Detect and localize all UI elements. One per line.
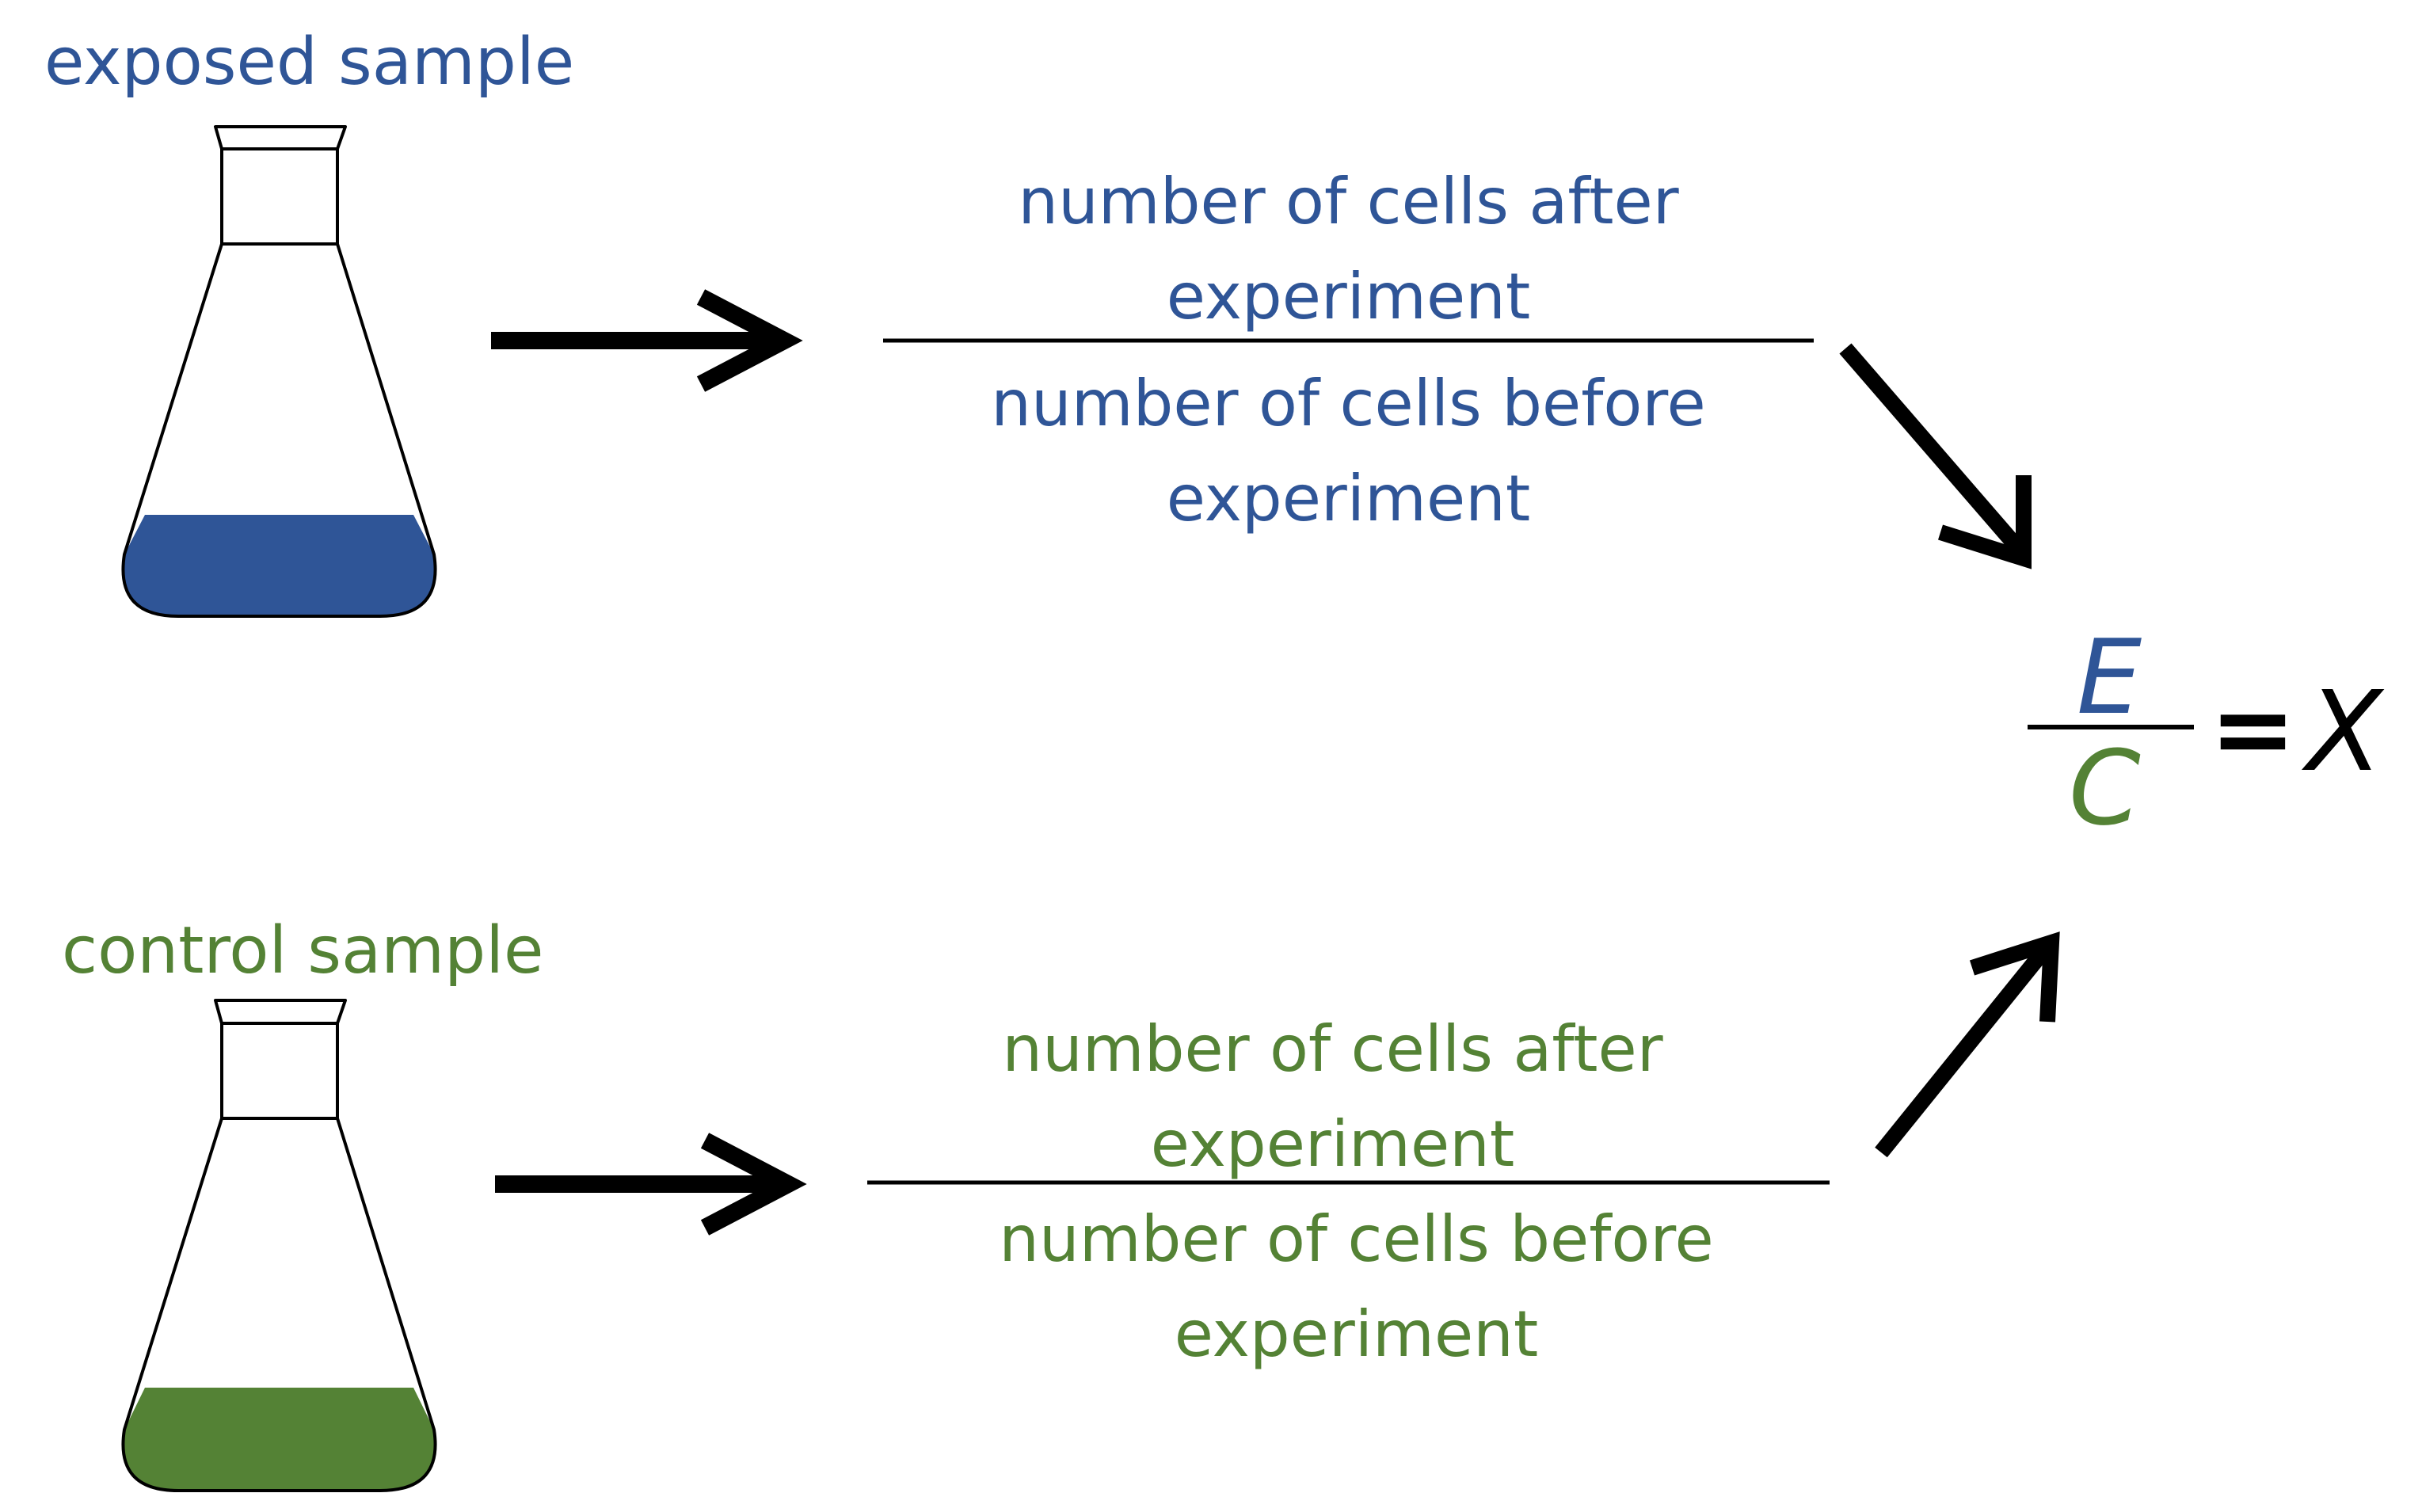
exposed-numerator: number of cells after experiment [883,154,1814,345]
equation-result-x: X [2306,668,2382,797]
down-right-arrow-icon [1839,343,2032,569]
control-liquid [123,1388,436,1491]
control-sample-label: control sample [62,913,544,988]
up-right-arrow-icon [1875,931,2060,1158]
exposed-numerator-line-2: experiment [1166,260,1531,333]
exposed-denominator-line-2: experiment [1166,462,1531,535]
exposed-flask-outline [121,125,437,618]
control-denominator: number of cells before experiment [891,1192,1822,1382]
equation-denominator-c: C [2069,728,2141,848]
control-flask-icon [121,999,437,1492]
exposed-liquid [123,515,436,616]
control-denominator-line-2: experiment [1174,1297,1539,1371]
equation-numerator-e: E [2077,617,2142,737]
control-numerator-line-1: number of cells after [1002,1012,1663,1086]
control-arrow-icon [495,1133,807,1236]
control-numerator-line-2: experiment [1150,1107,1515,1181]
exposed-numerator-line-1: number of cells after [1018,165,1679,238]
exposed-denominator: number of cells before experiment [883,356,1814,547]
exposed-sample-label: exposed sample [44,25,575,100]
exposed-denominator-line-1: number of cells before [991,367,1706,440]
exposed-flask-icon [121,125,437,618]
control-denominator-line-1: number of cells before [999,1202,1714,1276]
control-flask-outline [121,999,437,1492]
exposed-arrow-icon [491,289,803,392]
control-numerator: number of cells after experiment [867,1002,1798,1192]
equation-equals-sign: = [2210,668,2296,789]
